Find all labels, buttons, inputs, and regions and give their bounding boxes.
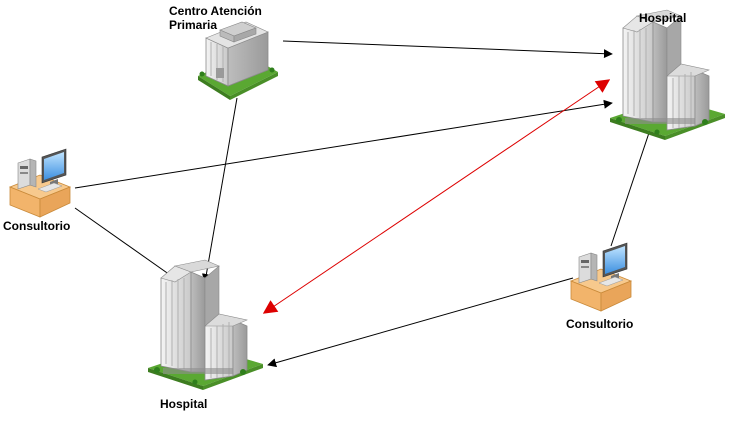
consultorio-left-label: Consultorio: [3, 219, 71, 233]
hospital-top-icon[interactable]: [609, 9, 726, 141]
edges-layer: [74, 40, 658, 368]
edge-consultorio-right-to-hospital-bottom: [267, 277, 574, 368]
hospital-bottom-label: Hospital: [160, 397, 208, 411]
consultorio-right-label: Consultorio: [566, 317, 634, 331]
hospital-top-label: Hospital: [639, 11, 687, 25]
cap-label-line1: Centro Atención: [169, 4, 262, 18]
hospital-bottom-icon[interactable]: [147, 259, 264, 391]
cap-label-line2: Primaria: [169, 18, 218, 32]
consultorio-left-icon[interactable]: [9, 148, 71, 218]
centro-atencion-primaria-icon[interactable]: [197, 21, 279, 101]
edge-consultorio-left-to-hospital-top: [74, 99, 613, 189]
edge-consultorio-left-to-hospital-bottom: [74, 207, 181, 283]
edge-cap-to-hospital-bottom: [201, 97, 238, 283]
edge-cap-to-hospital-top: [282, 40, 613, 59]
edge-hospital-top-hospital-bottom-bidirectional: [262, 79, 611, 314]
consultorio-right-icon[interactable]: [570, 242, 632, 312]
